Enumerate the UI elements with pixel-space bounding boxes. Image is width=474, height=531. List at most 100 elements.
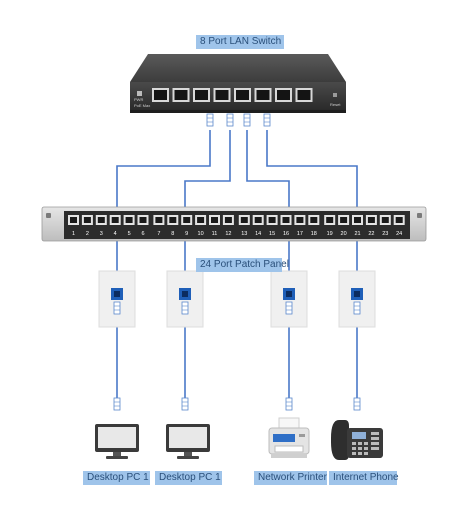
switch-port-5 — [234, 88, 251, 102]
patch-panel-port-12 — [222, 215, 234, 225]
patch-panel-port-24 — [393, 215, 405, 225]
patch-panel-port-18 — [308, 215, 320, 225]
patch-panel-port-number: 2 — [86, 231, 89, 237]
switch-top-face — [130, 54, 346, 82]
patch-panel-port-3 — [95, 215, 107, 225]
wall-outlets — [98, 270, 376, 328]
connector-device-1 — [113, 397, 121, 411]
patch-panel-port-15 — [266, 215, 278, 225]
patch-panel-port-number: 16 — [283, 231, 289, 237]
patch-panel-port-2 — [81, 215, 93, 225]
switch-led — [137, 91, 142, 96]
patch-panel-port-number: 17 — [297, 231, 303, 237]
patch-panel-port-13 — [238, 215, 250, 225]
patch-panel-port-number: 18 — [311, 231, 317, 237]
patch-panel-port-5 — [123, 215, 135, 225]
cables — [116, 130, 358, 398]
patch-panel-port-number: 24 — [396, 231, 402, 237]
patch-panel-port-7 — [153, 215, 165, 225]
patch-panel-port-number: 9 — [185, 231, 188, 237]
patch-panel-port-number: 4 — [114, 231, 117, 237]
switch-port-2 — [172, 88, 190, 102]
patch-panel-port-number: 8 — [171, 231, 174, 237]
patch-panel-port-4 — [109, 215, 121, 225]
ip-phone-icon — [331, 420, 383, 460]
patch-panel-mount-hole-right — [417, 213, 422, 218]
cable-switch-to-panel-3 — [246, 130, 290, 222]
patch-panel-port-number: 1 — [72, 231, 75, 237]
patch-panel-port-number: 20 — [341, 231, 347, 237]
connector-switch-1 — [206, 113, 214, 127]
patch-panel-port-number: 14 — [255, 231, 261, 237]
patch-panel-port-number: 15 — [269, 231, 275, 237]
device-label-1: Desktop PC 1 — [83, 471, 150, 485]
switch-caption-reset: Reset — [330, 102, 341, 107]
cable-switch-to-panel-1 — [116, 130, 211, 222]
switch-label: 8 Port LAN Switch — [196, 35, 284, 49]
patch-panel-port-number: 21 — [354, 231, 360, 237]
patch-panel-port-17 — [294, 215, 306, 225]
patch-panel-port-number: 6 — [141, 231, 144, 237]
wall-outlet-2 — [166, 270, 204, 328]
switch-port-8 — [295, 88, 313, 102]
patch-panel-label: 24 Port Patch Panel — [196, 258, 289, 272]
switch-port-7 — [275, 88, 292, 102]
patch-panel-port-number: 22 — [368, 231, 374, 237]
patch-panel-port-number: 12 — [225, 231, 231, 237]
patch-panel-port-23 — [379, 215, 391, 225]
patch-panel-port-number: 5 — [128, 231, 131, 237]
patch-panel-port-19 — [324, 215, 336, 225]
device-connectors — [113, 397, 361, 411]
patch-panel-port-20 — [338, 215, 350, 225]
patch-panel-port-number: 10 — [198, 231, 204, 237]
cable-switch-to-panel-2 — [184, 130, 231, 222]
connector-device-4 — [353, 397, 361, 411]
patch-panel-port-number: 13 — [241, 231, 247, 237]
connector-device-2 — [181, 397, 189, 411]
lan-switch: PWR PoE Max Reset — [130, 54, 346, 113]
connector-switch-2 — [226, 113, 234, 127]
wall-outlet-3 — [270, 270, 308, 328]
patch-panel-port-9 — [181, 215, 193, 225]
patch-panel-port-8 — [167, 215, 179, 225]
patch-panel-port-1 — [68, 215, 79, 225]
patch-panel-port-14 — [252, 215, 264, 225]
switch-port-3 — [193, 88, 210, 102]
connector-switch-4 — [263, 113, 271, 127]
wall-outlet-1 — [98, 270, 136, 328]
switch-reset-hole — [333, 93, 337, 97]
patch-panel-port-22 — [365, 215, 377, 225]
device-label-3: Network Printer — [254, 471, 327, 485]
connector-switch-3 — [243, 113, 251, 127]
patch-panel-port-number: 19 — [327, 231, 333, 237]
switch-connectors — [206, 113, 271, 127]
switch-caption-poe: PoE Max — [134, 103, 150, 108]
printer-icon — [268, 417, 310, 458]
connector-device-3 — [285, 397, 293, 411]
cable-switch-to-panel-4 — [266, 130, 358, 222]
switch-port-6 — [254, 88, 272, 102]
switch-port-1 — [152, 88, 169, 102]
patch-panel-mount-hole-left — [46, 213, 51, 218]
switch-caption-pwr: PWR — [134, 97, 143, 102]
patch-panel-port-11 — [209, 215, 220, 225]
switch-port-4 — [213, 88, 231, 102]
device-label-4: Internet Phone — [329, 471, 399, 485]
patch-panel-port-21 — [352, 215, 363, 225]
patch-panel-port-number: 11 — [212, 231, 218, 237]
device-label-2: Desktop PC 1 — [155, 471, 222, 485]
patch-panel-port-number: 7 — [157, 231, 160, 237]
patch-panel-port-16 — [280, 215, 292, 225]
patch-panel-port-number: 23 — [382, 231, 388, 237]
wall-outlet-4 — [338, 270, 376, 328]
patch-panel-port-10 — [195, 215, 207, 225]
desktop-monitor-icon — [166, 424, 210, 459]
patch-panel-port-group — [68, 215, 405, 225]
desktop-monitor-icon — [95, 424, 139, 459]
patch-panel-port-number: 3 — [100, 231, 103, 237]
switch-port-group — [152, 88, 313, 102]
patch-panel-port-6 — [137, 215, 149, 225]
